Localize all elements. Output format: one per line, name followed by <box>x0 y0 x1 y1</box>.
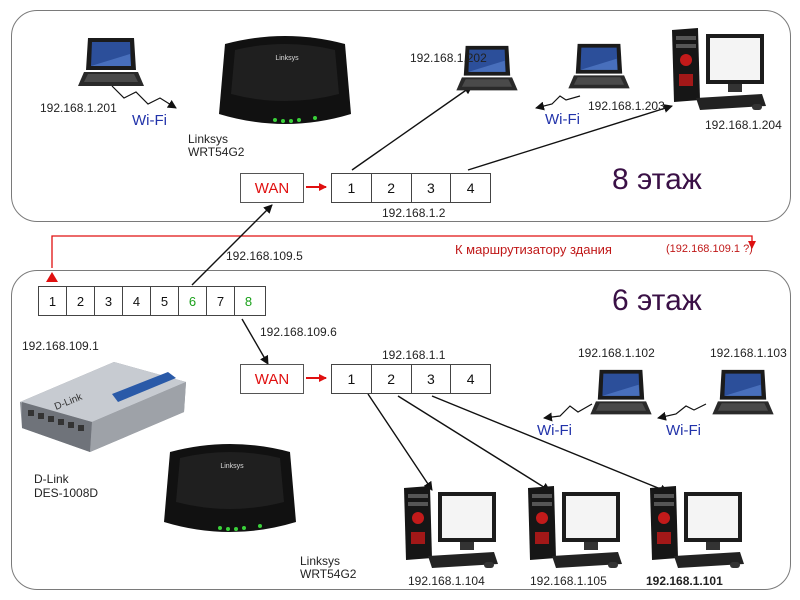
switch-ports: 1 2 3 4 5 6 7 8 <box>38 286 266 316</box>
wan8-ip: 192.168.109.5 <box>226 249 303 263</box>
router-8-port-1: 1 <box>332 174 372 202</box>
switch-ip: 192.168.109.1 <box>22 339 99 353</box>
router-8-wan-port: WAN <box>240 173 304 203</box>
floor6-label: 6 этаж <box>612 284 702 317</box>
switch-port-2: 2 <box>67 287 95 315</box>
desktop-105-icon <box>528 486 622 568</box>
router-6-model-line1: Linksys <box>300 554 341 568</box>
switch-model-line1: D-Link <box>34 472 69 486</box>
switch-dlink-icon: D-Link <box>20 362 186 452</box>
laptop-102-wifi-label: Wi-Fi <box>537 422 572 439</box>
desktop-105-ip: 192.168.1.105 <box>530 574 607 588</box>
port1-to-desktop104-line <box>367 393 433 491</box>
switch-port-3: 3 <box>95 287 123 315</box>
laptop-202-icon <box>456 45 518 91</box>
laptop-203-wifi-label: Wi-Fi <box>545 111 580 128</box>
router-8-lan-ports: 1 2 3 4 <box>331 173 491 203</box>
router-6-port-2: 2 <box>372 365 412 393</box>
laptop-201-wifi-label: Wi-Fi <box>132 112 167 129</box>
router-8-port-2: 2 <box>372 174 412 202</box>
uplink-ip: 192.168.109.6 <box>260 325 337 339</box>
laptop-102-ip: 192.168.1.102 <box>578 346 655 360</box>
switch-to-wan8-line <box>191 204 273 286</box>
wifi-zigzag-103 <box>657 403 707 421</box>
router-8-lan-ip: 192.168.1.2 <box>382 206 446 220</box>
port3-to-desktop101-line <box>431 395 669 494</box>
router-6-icon: Linksys <box>164 444 296 532</box>
laptop-203-icon <box>568 43 630 89</box>
desktop-101-ip: 192.168.1.101 <box>646 574 723 588</box>
port4-to-desktop204-line <box>467 104 673 171</box>
switch-port-5: 5 <box>151 287 179 315</box>
switch-port-4: 4 <box>123 287 151 315</box>
port2-to-desktop105-line <box>397 395 551 492</box>
laptop-201-icon <box>78 38 144 86</box>
building-link-line <box>51 235 756 268</box>
desktop-104-ip: 192.168.1.104 <box>408 574 485 588</box>
router-8-port-4: 4 <box>466 180 475 196</box>
svg-text:Linksys: Linksys <box>275 55 299 62</box>
wifi-zigzag-102 <box>543 403 593 422</box>
router-6-port-1: 1 <box>332 365 372 393</box>
router-8-model-line1: Linksys <box>188 132 229 146</box>
router-6-wan-port: WAN <box>240 364 304 394</box>
floor8-label: 8 этаж <box>612 163 702 196</box>
laptop-103-ip: 192.168.1.103 <box>710 346 787 360</box>
switch-model-line2: DES-1008D <box>34 486 99 500</box>
router-6-port-3: 3 <box>412 365 452 393</box>
router-8-model-line2: WRT54G2 <box>188 145 245 159</box>
laptop-202-ip: 192.168.1.202 <box>410 51 487 65</box>
switch-port-1: 1 <box>39 287 67 315</box>
port1-to-laptop202-line <box>351 85 473 171</box>
desktop-204-icon <box>672 28 766 110</box>
laptop-103-wifi-label: Wi-Fi <box>666 422 701 439</box>
switch-port-7: 7 <box>207 287 235 315</box>
desktop-204-ip: 192.168.1.204 <box>705 118 782 132</box>
router-6-lan-ports: 1 2 3 4 <box>331 364 491 394</box>
router-6-model-line2: WRT54G2 <box>300 567 357 581</box>
desktop-104-icon <box>404 486 498 568</box>
router-8-icon: Linksys <box>219 36 351 124</box>
wifi-zigzag-201 <box>111 85 177 109</box>
svg-text:Linksys: Linksys <box>220 463 244 470</box>
router-8-port-3: 3 <box>412 174 452 202</box>
switch-port-8: 8 <box>244 293 253 309</box>
laptop-203-ip: 192.168.1.203 <box>588 99 665 113</box>
desktop-101-icon <box>650 486 744 568</box>
building-link-label: К маршрутизатору здания <box>455 242 612 257</box>
router-6-lan-ip: 192.168.1.1 <box>382 348 446 362</box>
router-6-port-4: 4 <box>466 371 475 387</box>
switch-port-6: 6 <box>179 287 207 315</box>
laptop-103-icon <box>712 369 774 415</box>
laptop-102-icon <box>590 369 652 415</box>
building-link-ip: (192.168.109.1 ?) <box>666 243 753 255</box>
laptop-201-ip: 192.168.1.201 <box>40 101 117 115</box>
wifi-zigzag-203 <box>535 95 581 111</box>
switch-to-wan6-line <box>241 318 269 365</box>
building-link-start-arrow <box>46 272 58 282</box>
